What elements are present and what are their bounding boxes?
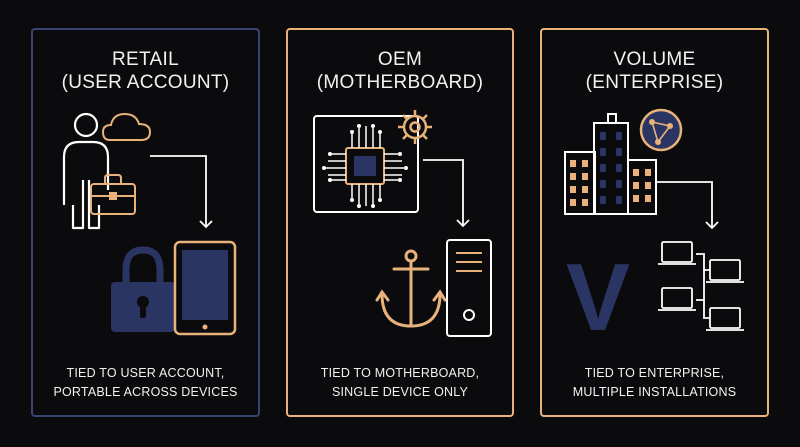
oem-desc-line2: SINGLE DEVICE ONLY: [331, 385, 469, 399]
volume-v-icon: V: [566, 244, 630, 351]
oem-title-line1: OEM: [377, 49, 423, 70]
volume-panel: VOLUME (ENTERPRISE): [540, 28, 769, 417]
retail-title-line2: (USER ACCOUNT): [61, 72, 230, 93]
anchor-icon: [375, 249, 447, 328]
volume-desc-line1: TIED TO ENTERPRISE,: [584, 366, 725, 380]
oem-desc-line1: TIED TO MOTHERBOARD,: [320, 366, 480, 380]
briefcase-icon: [90, 174, 136, 215]
gear-icon: [398, 110, 432, 144]
retail-panel: RETAIL (USER ACCOUNT): [31, 28, 260, 417]
arrow-connector: [150, 155, 213, 229]
volume-desc-line2: MULTIPLE INSTALLATIONS: [572, 385, 737, 399]
person-icon: [62, 112, 110, 230]
oem-description: TIED TO MOTHERBOARD, SINGLE DEVICE ONLY: [288, 364, 512, 402]
volume-illustration: V: [564, 108, 744, 351]
pc-tower-icon: [446, 239, 492, 337]
volume-description: TIED TO ENTERPRISE, MULTIPLE INSTALLATIO…: [542, 364, 767, 402]
oem-title-line2: (MOTHERBOARD): [316, 72, 484, 93]
tablet-icon: [173, 240, 237, 336]
network-globe-icon: [639, 108, 683, 152]
laptop-network-icon: [658, 241, 744, 331]
motherboard-chip-icon: [313, 115, 419, 213]
retail-desc-line1: TIED TO USER ACCOUNT,: [66, 366, 225, 380]
volume-title-line1: VOLUME: [613, 49, 696, 70]
office-buildings-icon: [564, 113, 657, 215]
retail-title-line1: RETAIL: [112, 49, 179, 70]
oem-illustration: [313, 110, 492, 337]
retail-desc-line2: PORTABLE ACROSS DEVICES: [53, 385, 238, 399]
oem-panel: OEM (MOTHERBOARD): [286, 28, 514, 417]
volume-v-letter: V: [566, 244, 630, 351]
oem-title: OEM (MOTHERBOARD): [288, 48, 512, 94]
retail-description: TIED TO USER ACCOUNT, PORTABLE ACROSS DE…: [33, 364, 258, 402]
arrow-connector: [656, 181, 719, 230]
cloud-icon: [101, 112, 152, 141]
arrow-connector: [423, 159, 470, 228]
volume-title: VOLUME (ENTERPRISE): [542, 48, 767, 94]
retail-title: RETAIL (USER ACCOUNT): [33, 48, 258, 94]
retail-illustration: [62, 112, 237, 336]
lock-icon: [111, 246, 175, 332]
volume-title-line2: (ENTERPRISE): [585, 72, 724, 93]
